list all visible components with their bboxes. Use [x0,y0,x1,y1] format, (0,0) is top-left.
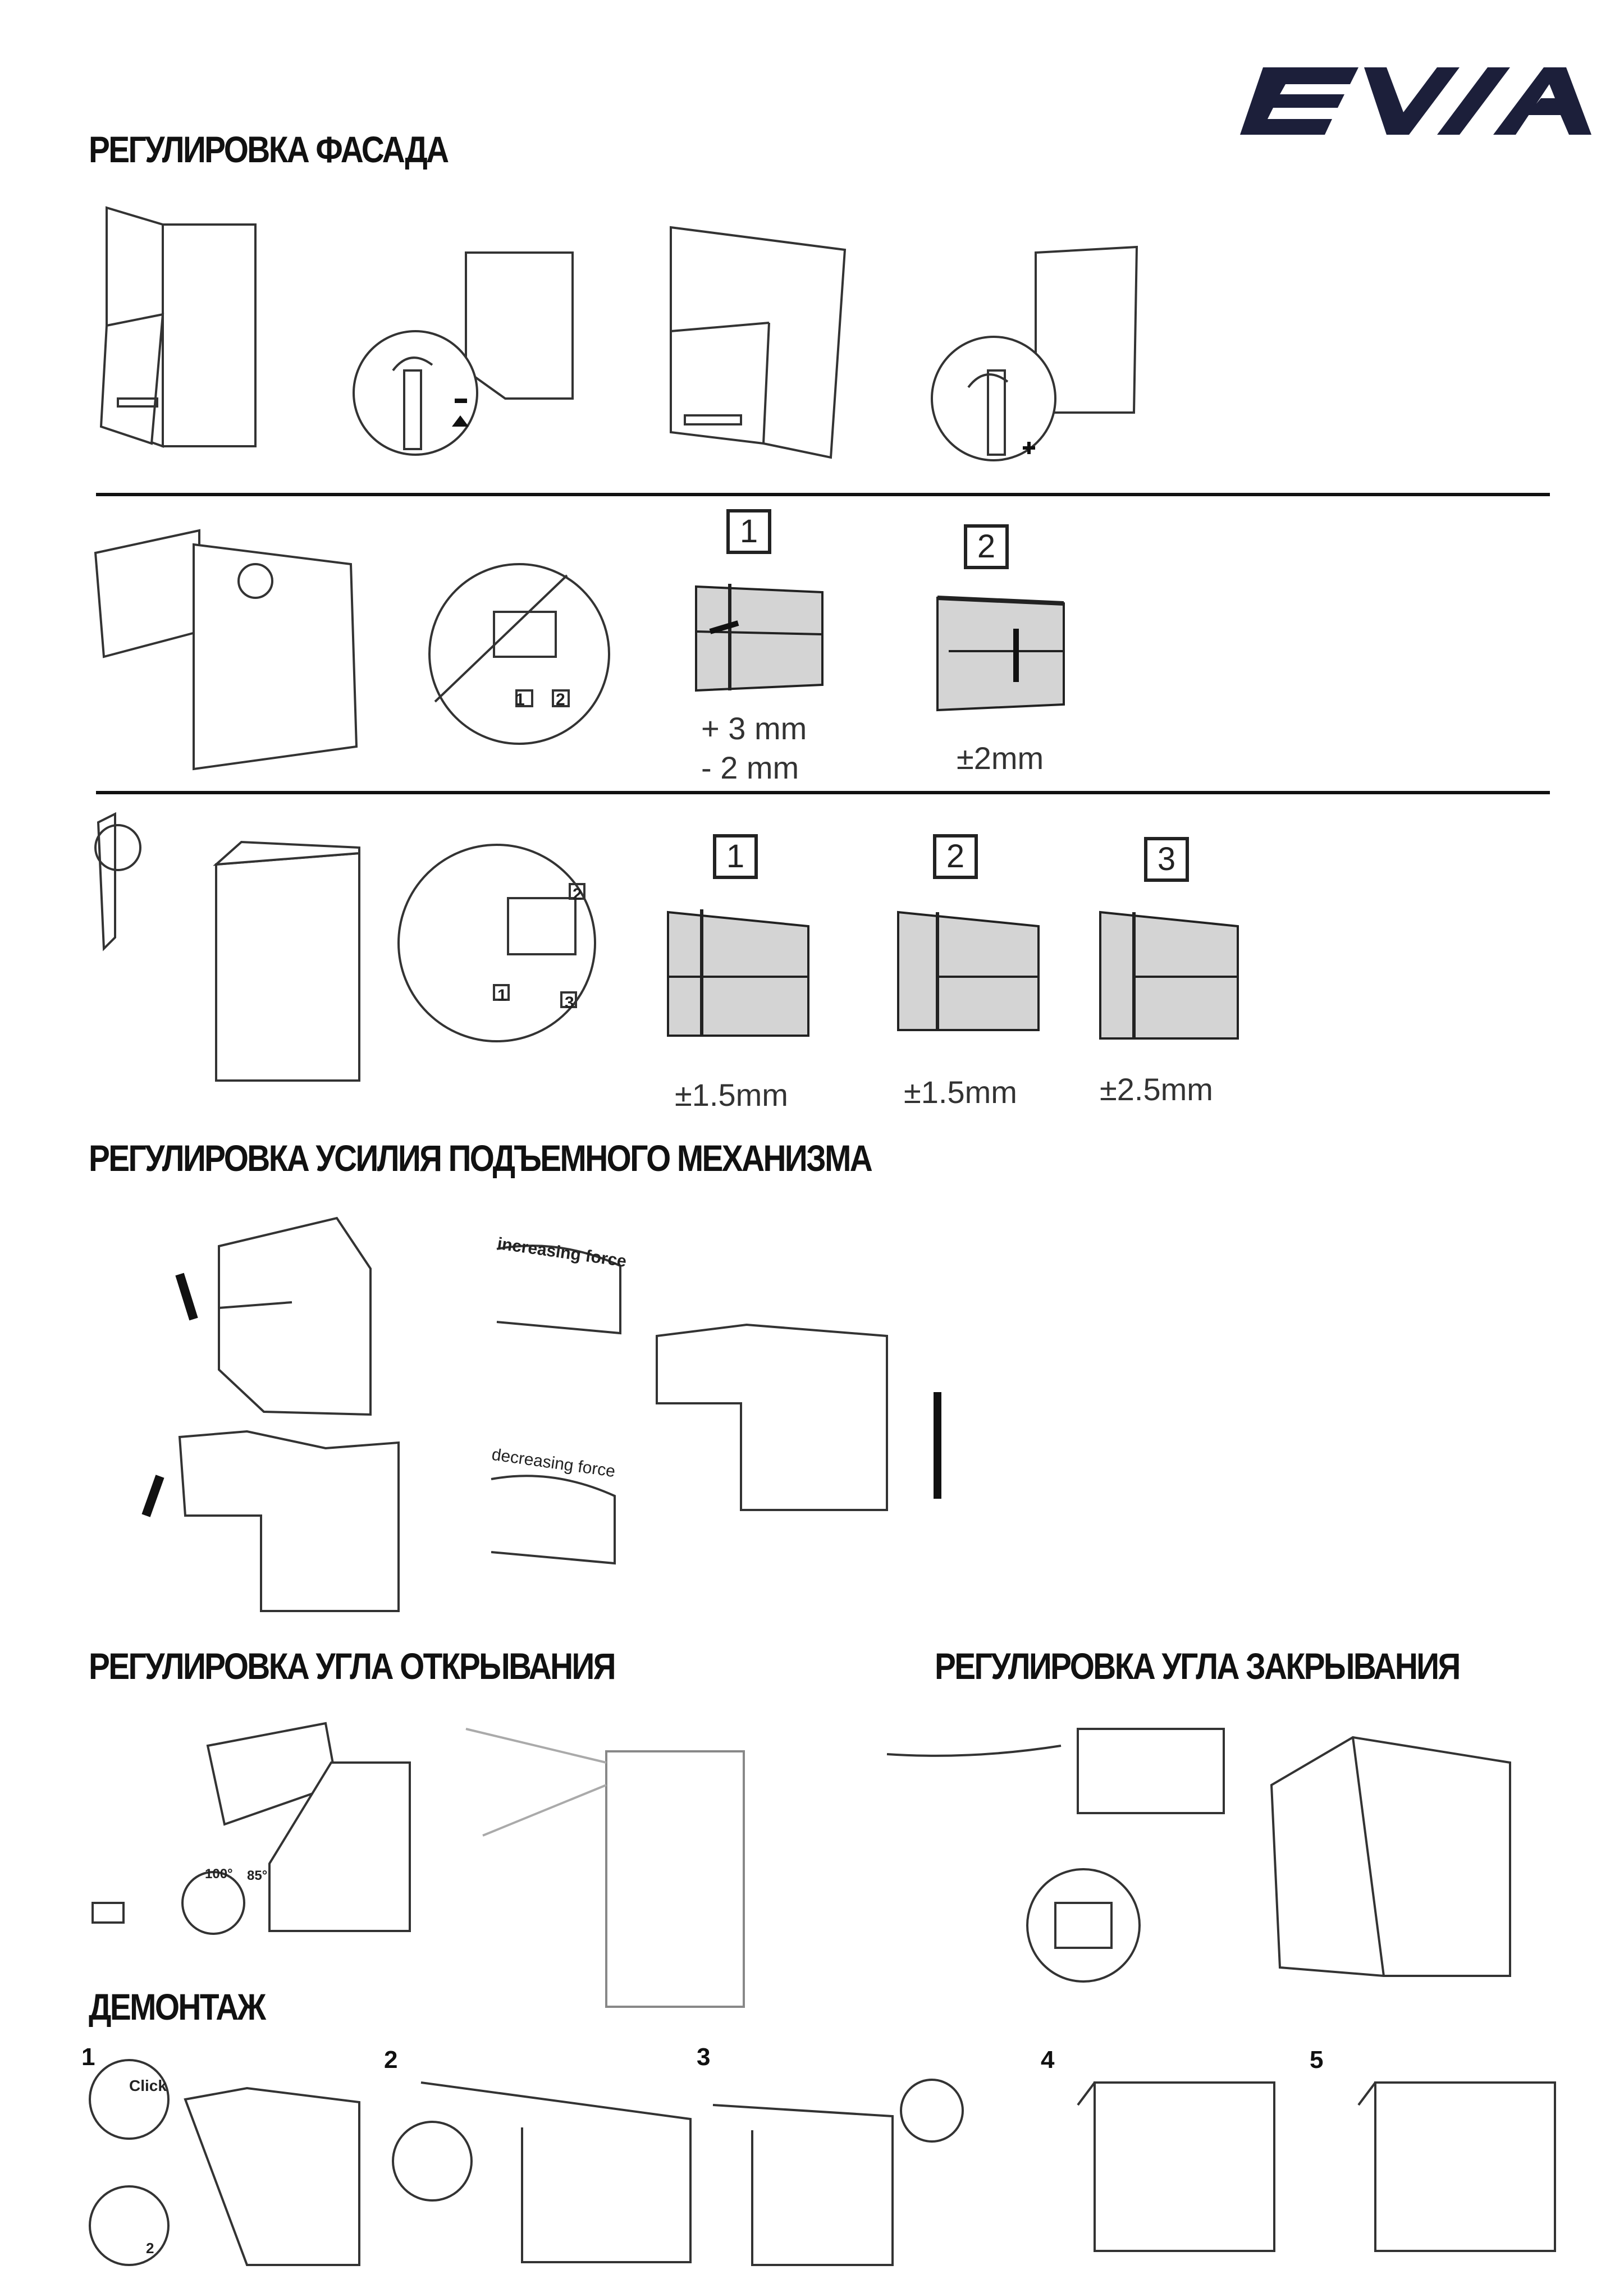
hinge-detail [397,844,596,1042]
cabinet-illustration [99,206,257,448]
mechanism-detail-plus [931,245,1138,461]
opening-angle-illustration [92,1722,411,1935]
adjustment-value: + 3 mm [701,711,807,746]
adjustment-value: ±2.5mm [1100,1072,1213,1107]
adjust-depth-illustration [667,909,809,1037]
cabinet-light-illustration [141,1430,400,1612]
section-title-facade: РЕГУЛИРОВКА ФАСАДА [89,129,449,170]
dismount-step-2 [392,2081,692,2263]
angle-85-label: 85° [247,1868,268,1883]
adjustment-number: 1 [726,509,771,554]
adjust-vertical-illustration [1099,910,1239,1040]
adjust-height-illustration [936,596,1065,712]
step-number: 5 [1310,2046,1324,2074]
cabinet-closed-illustration [1270,1736,1511,1977]
cabinet-illustration [670,226,847,459]
section-title-force: РЕГУЛИРОВКА УСИЛИЯ ПОДЪЕМНОГО МЕХАНИЗМА [89,1137,873,1179]
dismount-step-1 [89,2059,360,2266]
dismount-step-3 [712,2079,964,2266]
cabinet-open-illustration [94,812,360,1082]
hinge-detail [428,563,610,745]
evia-logo [1240,67,1591,135]
mechanism-detail-minus [353,251,574,456]
section-title-dismount: ДЕМОНТАЖ [89,1986,266,2028]
adjustment-value: - 2 mm [701,750,799,785]
hinge-mark: 3 [565,994,574,1012]
increasing-force-detail [496,1244,621,1335]
section-title-opening-angle: РЕГУЛИРОВКА УГЛА ОТКРЫВАНИЯ [89,1645,616,1687]
adjustment-number: 3 [1144,837,1189,882]
adjust-lateral-illustration [897,910,1040,1031]
opening-angle-detail [465,1728,745,2008]
step-number: 1 [81,2043,95,2071]
cabinet-open-illustration [94,529,358,771]
cabinet-heavy-illustration [175,1216,372,1416]
hinge-mark: 2 [556,690,565,709]
cabinet-balanced-illustration [656,1323,941,1511]
angle-100-label: 100° [205,1866,233,1882]
adjustment-number: 1 [713,834,758,879]
section-title-closing-angle: РЕГУЛИРОВКА УГЛА ЗАКРЫВАНИЯ [935,1645,1461,1687]
adjustment-value: ±1.5mm [675,1077,788,1113]
decreasing-force-detail [491,1475,616,1565]
hinge-mark: 1 [497,986,507,1005]
substep-number: 2 [146,2240,154,2257]
step-number: 4 [1041,2046,1055,2074]
adjustment-value: ±1.5mm [904,1074,1017,1110]
hinge-mark: 2 [573,885,582,904]
click-label: Click [129,2077,167,2094]
adjustment-number: 2 [964,524,1009,569]
step-number: 3 [697,2043,711,2071]
step-number: 2 [384,2046,398,2074]
closing-angle-mechanism [886,1728,1225,1983]
adjustment-value: ±2mm [957,740,1044,776]
adjustment-number: 2 [933,834,978,879]
dismount-step-4 [1077,2081,1275,2252]
adjust-side-illustration [695,584,824,692]
hinge-mark: 1 [515,690,525,709]
dismount-step-5 [1357,2081,1556,2252]
